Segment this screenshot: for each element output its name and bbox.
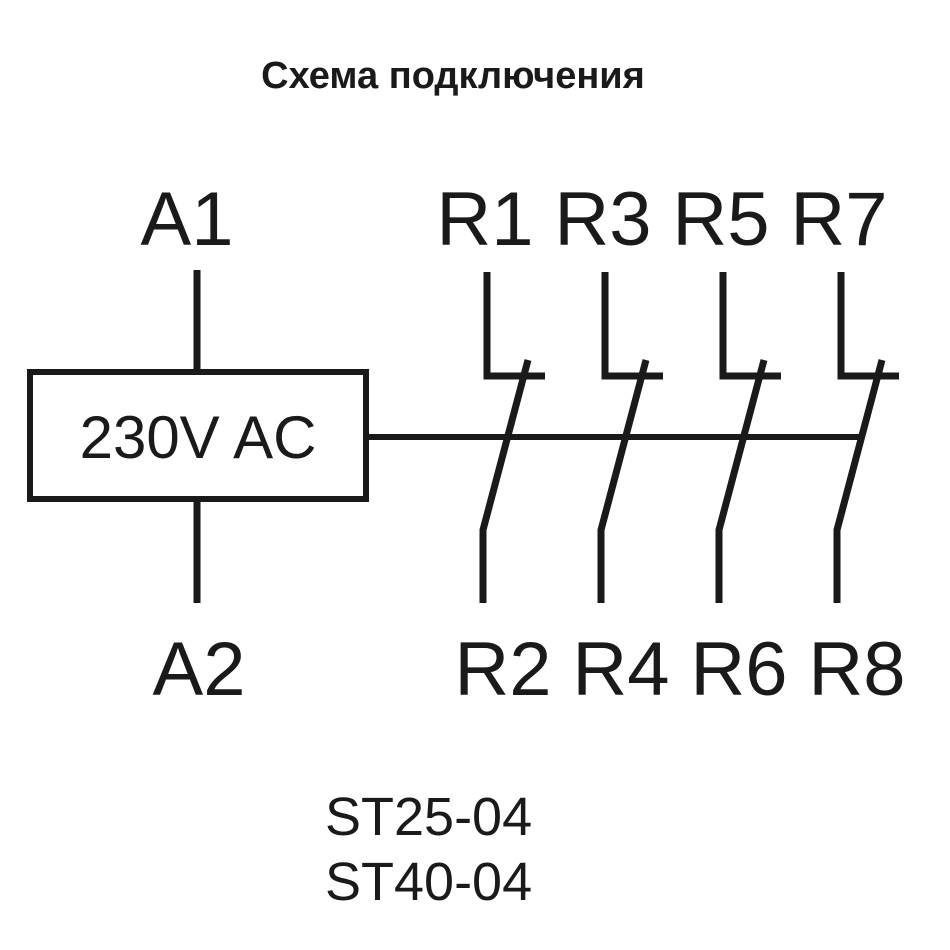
terminal-a2-label: A2 [153, 627, 246, 712]
contact-moving-blade [597, 359, 650, 603]
contact-moving-blade [833, 359, 886, 603]
contact-moving-blade [715, 359, 768, 603]
model-label: ST40-04 [325, 852, 532, 912]
contact-top-label: R3 [554, 177, 651, 262]
contact-bottom-label: R2 [454, 627, 551, 712]
contact-fixed-top [719, 272, 781, 380]
contact-bottom-label: R8 [808, 627, 905, 712]
contact-top-label: R1 [436, 177, 533, 262]
terminal-a1-label: A1 [141, 177, 234, 262]
coil-voltage-label: 230V AC [80, 404, 317, 471]
contact-top-label: R5 [672, 177, 769, 262]
contact-fixed-top [483, 272, 545, 380]
contact-fixed-top [837, 272, 899, 380]
contact-top-label: R7 [790, 177, 887, 262]
diagram-title: Схема подключения [261, 55, 645, 97]
contact-fixed-top [601, 272, 663, 380]
contact-moving-blade [479, 359, 532, 603]
contact-bottom-label: R4 [572, 627, 669, 712]
contact-bottom-label: R6 [690, 627, 787, 712]
model-label: ST25-04 [325, 787, 532, 847]
